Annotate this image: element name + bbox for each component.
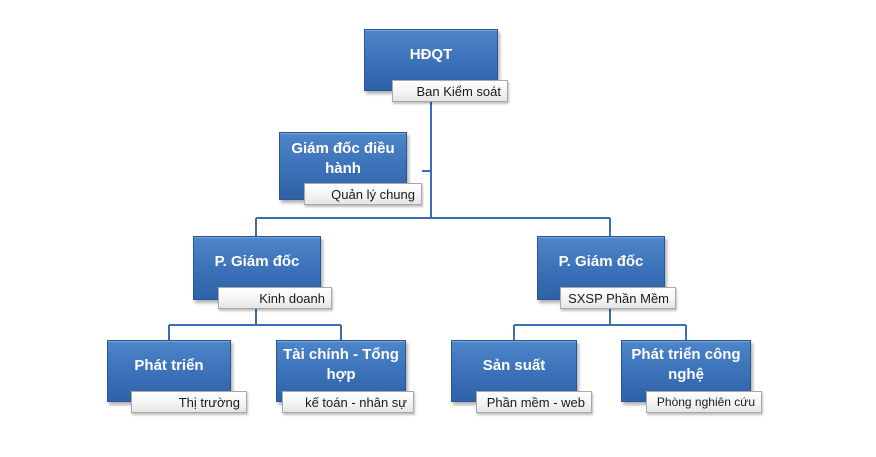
- node-hdqt-sub: Ban Kiểm soát: [392, 80, 508, 102]
- node-ceo-sub: Quản lý chung: [304, 183, 422, 205]
- node-tech-dev-title: Phát triển công nghệ: [631, 346, 741, 383]
- node-vp-software-sub: SXSP Phần Mềm: [560, 287, 676, 309]
- node-vp-business-title: P. Giám đốc: [214, 253, 300, 270]
- node-production-title: Sản suất: [482, 357, 546, 374]
- node-vp-business-sub: Kinh doanh: [218, 287, 332, 309]
- node-ceo-title: Giám đốc điều hành: [291, 140, 395, 177]
- node-finance-sub: kế toán - nhân sự: [282, 391, 414, 413]
- node-market-dev-sub: Thị trường: [131, 391, 247, 413]
- node-production-sub: Phần mềm - web: [476, 391, 592, 413]
- node-finance-title: Tài chính - Tổng hợp: [283, 346, 399, 383]
- node-vp-software-title: P. Giám đốc: [558, 253, 644, 270]
- node-tech-dev-sub: Phòng nghiên cứu: [646, 391, 762, 413]
- node-market-dev-title: Phát triển: [134, 357, 204, 374]
- node-hdqt-title: HĐQT: [409, 46, 453, 63]
